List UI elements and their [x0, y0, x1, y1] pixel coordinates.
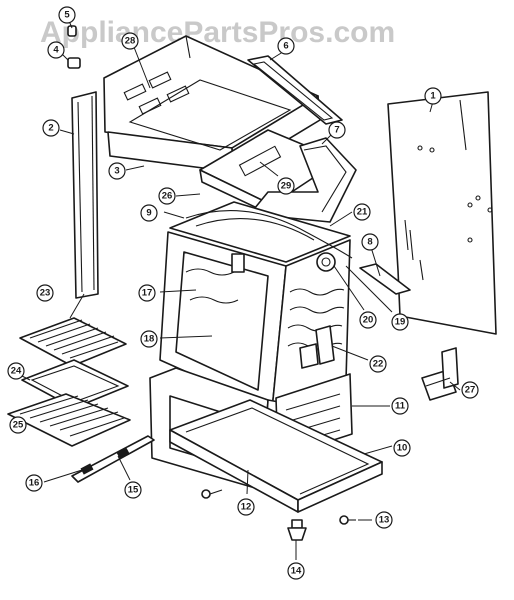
callout-19: 19: [391, 313, 409, 331]
part-broil-pan-grid: [19, 317, 127, 367]
svg-text:2: 2: [48, 123, 53, 134]
callout-10: 10: [393, 439, 411, 457]
callout-21: 21: [353, 203, 371, 221]
callout-2: 2: [42, 119, 60, 137]
part-slide-rail: [71, 435, 155, 483]
callout-13: 13: [375, 511, 393, 529]
svg-text:10: 10: [397, 443, 408, 454]
svg-text:21: 21: [357, 207, 368, 218]
svg-text:22: 22: [373, 359, 384, 370]
callout-18: 18: [140, 330, 158, 348]
svg-text:17: 17: [142, 288, 153, 299]
svg-text:18: 18: [144, 334, 155, 345]
callout-5: 5: [58, 6, 76, 24]
callout-1: 1: [424, 87, 442, 105]
svg-text:12: 12: [241, 502, 252, 513]
part-bracket-strip: [359, 263, 411, 295]
callout-26: 26: [158, 187, 176, 205]
svg-text:5: 5: [64, 10, 70, 21]
svg-text:24: 24: [11, 366, 22, 377]
callout-4: 4: [47, 41, 65, 59]
part-bracket-22: [299, 325, 335, 369]
callout-28: 28: [121, 32, 139, 50]
svg-text:27: 27: [465, 385, 476, 396]
part-base-frame: [169, 399, 383, 513]
svg-text:11: 11: [395, 401, 406, 412]
part-leveling-leg: [287, 519, 307, 541]
svg-text:23: 23: [40, 288, 51, 299]
callout-12: 12: [237, 498, 255, 516]
part-knob-5: [67, 25, 77, 37]
svg-text:25: 25: [13, 420, 24, 431]
svg-text:1: 1: [430, 91, 436, 102]
watermark: AppliancePartsPros.com: [40, 16, 395, 49]
callout-23: 23: [36, 284, 54, 302]
leader-lines: [17, 15, 461, 560]
svg-text:13: 13: [379, 515, 390, 526]
svg-text:7: 7: [334, 125, 339, 136]
svg-text:9: 9: [146, 208, 151, 219]
callout-6: 6: [277, 37, 295, 55]
svg-text:14: 14: [291, 566, 302, 577]
part-antitip-bracket: [421, 347, 459, 401]
svg-text:19: 19: [395, 317, 406, 328]
part-screw-12: [201, 489, 223, 499]
svg-text:16: 16: [29, 478, 40, 489]
svg-text:26: 26: [162, 191, 173, 202]
svg-text:4: 4: [53, 45, 59, 56]
callout-22: 22: [369, 355, 387, 373]
svg-text:20: 20: [363, 315, 374, 326]
callout-16: 16: [25, 474, 43, 492]
svg-text:28: 28: [125, 36, 136, 47]
part-back-panel: [387, 91, 497, 335]
svg-text:29: 29: [281, 181, 292, 192]
callout-29: 29: [277, 177, 295, 195]
callout-20: 20: [359, 311, 377, 329]
part-strip-upper: [247, 55, 343, 125]
callout-14: 14: [287, 562, 305, 580]
svg-text:3: 3: [114, 166, 119, 177]
callout-25: 25: [9, 416, 27, 434]
callout-15: 15: [124, 481, 142, 499]
svg-text:6: 6: [283, 41, 288, 52]
callout-3: 3: [108, 162, 126, 180]
part-knob-4: [67, 57, 81, 69]
callout-11: 11: [391, 397, 409, 415]
callout-9: 9: [140, 204, 158, 222]
callout-27: 27: [461, 381, 479, 399]
part-screw-13: [339, 515, 356, 525]
svg-text:8: 8: [367, 237, 372, 248]
part-oven-rack: [7, 393, 131, 447]
svg-text:15: 15: [128, 485, 139, 496]
callout-8: 8: [361, 233, 379, 251]
part-side-panel-left: [71, 91, 99, 299]
callout-17: 17: [138, 284, 156, 302]
part-oven-body: [159, 201, 353, 411]
callout-24: 24: [7, 362, 25, 380]
callout-7: 7: [328, 121, 346, 139]
